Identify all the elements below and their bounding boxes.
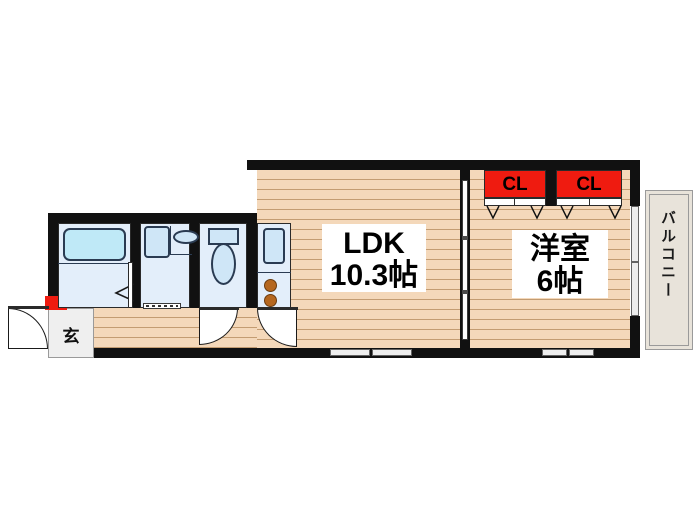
genkan-floor: [48, 308, 94, 358]
bedroom-window-right: [569, 349, 594, 356]
ldk-label-line1: LDK: [343, 227, 405, 260]
bedroom-sliding-door-icon: [462, 180, 468, 340]
kitchen-sink-icon: [263, 228, 285, 264]
closet-left-arrow-icon-2: [530, 205, 544, 220]
stove-burner-icon-2: [264, 294, 277, 307]
bedroom-label-box: 洋室 6帖: [512, 230, 608, 298]
wall-washroom-right: [190, 213, 199, 308]
toilet-bowl-icon: [211, 243, 236, 285]
balcony-railing-outline: [649, 194, 689, 346]
bedroom-sliding-door-joint-1: [462, 236, 468, 240]
ldk-entry-door-leaf: [257, 307, 298, 310]
balcony-door-sash-upper: [631, 206, 639, 262]
ldk-window-left: [330, 349, 370, 356]
closet-left-door-split: [514, 198, 515, 206]
balcony-label: バルコニー: [659, 210, 676, 300]
closet-left-label: CL: [502, 174, 528, 195]
bath-door-jamb: [128, 262, 133, 308]
closet-left-door-track: [484, 198, 546, 206]
bathtub-icon: [63, 228, 126, 261]
kitchen-stove-divider: [257, 272, 291, 273]
ldk-label-line2: 10.3帖: [329, 258, 419, 292]
closet-right-door-split: [589, 198, 590, 206]
vanity-counter-line-2: [170, 254, 192, 255]
balcony-door-sash-lower: [631, 262, 639, 316]
ldk-label-box: LDK 10.3帖: [322, 224, 426, 292]
bedroom-window-left: [542, 349, 567, 356]
bedroom-label-line1: 洋室: [530, 233, 590, 266]
vanity-sink-icon: [173, 230, 199, 244]
closet-left-arrow-icon-1: [486, 205, 500, 220]
closet-right-arrow-icon-1: [560, 205, 574, 220]
closet-left[interactable]: [484, 170, 546, 198]
toilet-door-leaf: [199, 307, 239, 310]
entrance-door-leaf: [8, 306, 49, 309]
genkan-label: 玄: [62, 327, 80, 346]
bedroom-label-line2: 6帖: [536, 264, 584, 298]
wall-bath-right: [131, 213, 140, 308]
wall-top-left-block: [48, 213, 253, 223]
stove-burner-icon-1: [264, 279, 277, 292]
ldk-window-right: [372, 349, 412, 356]
closet-right[interactable]: [556, 170, 622, 198]
closet-right-label: CL: [576, 174, 602, 195]
vanity-counter-line: [170, 226, 171, 254]
wall-top-main: [247, 160, 640, 170]
closet-right-arrow-icon-2: [608, 205, 622, 220]
entrance-door-swing-icon: [8, 308, 48, 349]
wall-toilet-right: [247, 213, 257, 308]
washing-machine-space-icon: [144, 226, 170, 258]
bath-divider-line: [58, 263, 131, 264]
balcony-area: [645, 190, 693, 350]
washroom-door-dashes: [146, 305, 178, 307]
bedroom-sliding-door-joint-2: [462, 290, 468, 294]
wall-closet-divider: [546, 160, 556, 206]
wall-left-outer: [48, 213, 58, 358]
